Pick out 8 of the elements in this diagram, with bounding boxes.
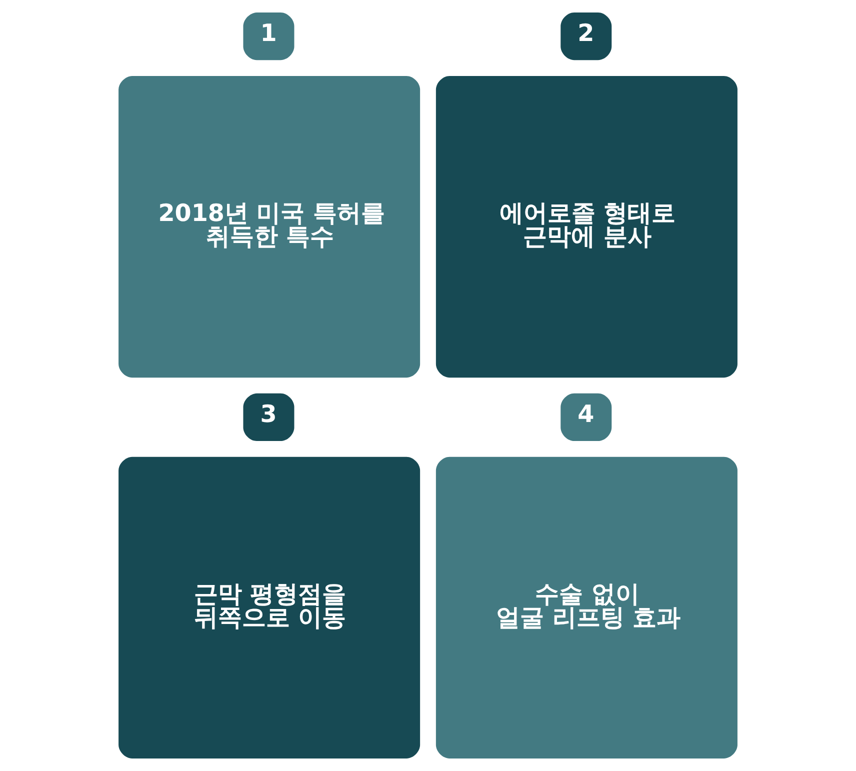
node-box: 수술 없이 얼굴 리프팅 효과 (436, 456, 738, 758)
node-box: 3 (243, 393, 294, 442)
node-box: 2 (560, 12, 612, 60)
node-box: 근막 평형점을 뒤쪽으로 이동 (118, 456, 420, 758)
node-box: 4 (560, 393, 612, 442)
node-box: 에어로졸 형태로 근막에 분사 (436, 76, 738, 378)
node-box: 2018년 미국 특허를 취득한 특수 (118, 76, 420, 378)
node-box: 1 (243, 12, 294, 60)
